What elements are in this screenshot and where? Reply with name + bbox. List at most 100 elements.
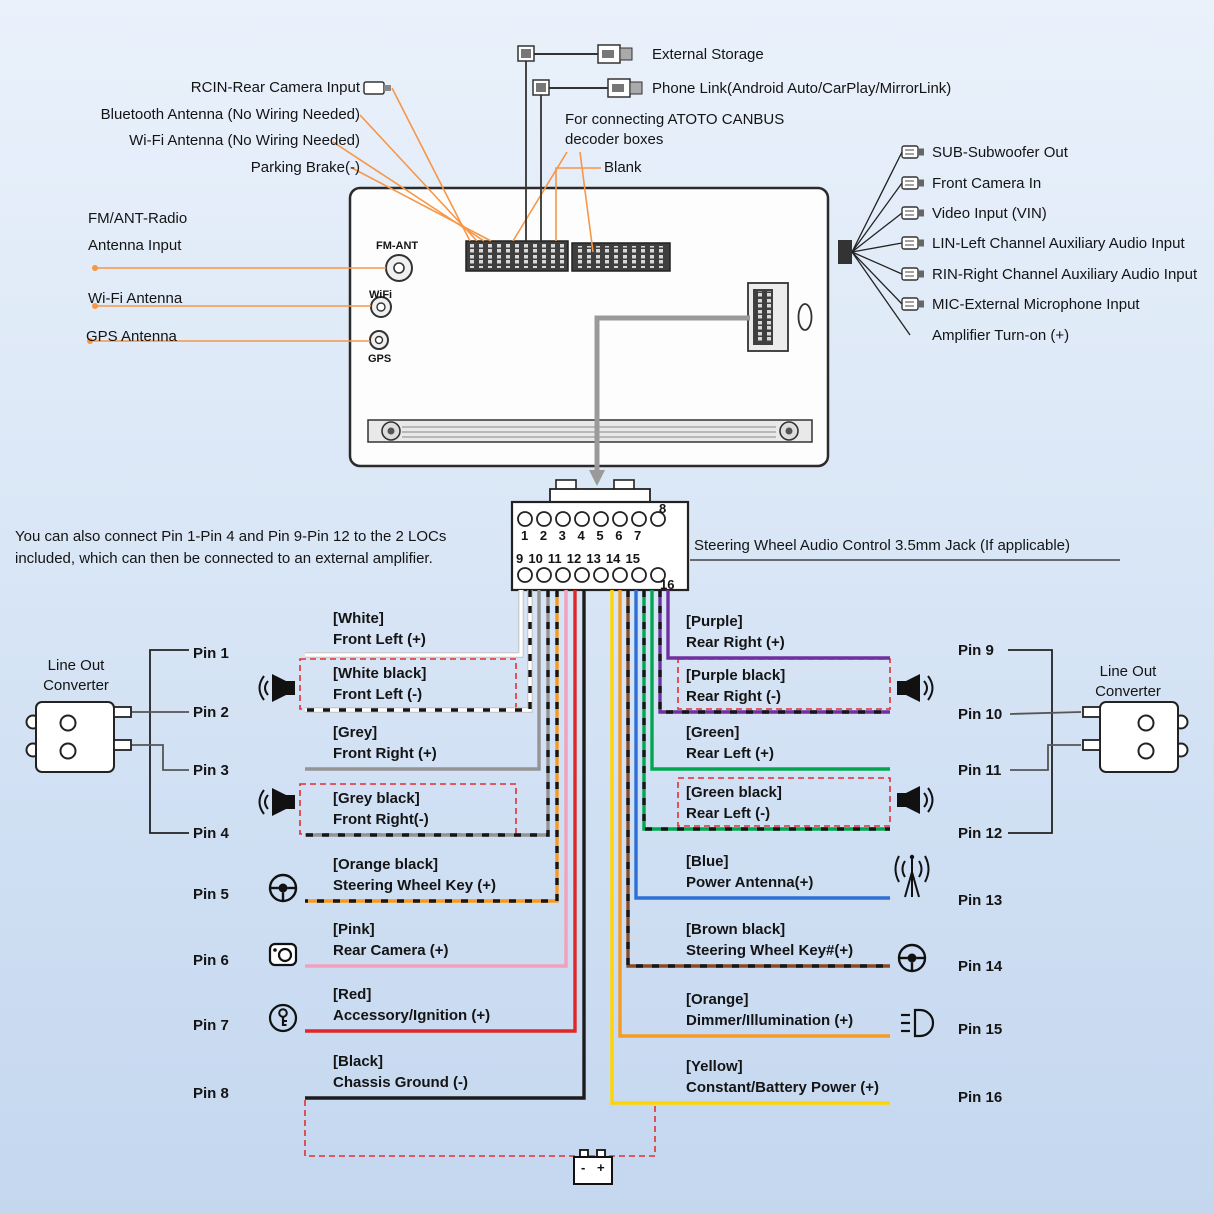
- pin-numbers-1-7: 1 2 3 4 5 6 7: [521, 528, 642, 543]
- wire-label-grey-black: [Grey black] Front Right(-): [333, 788, 429, 830]
- wire-label-purple: [Purple] Rear Right (+): [686, 611, 785, 653]
- headlight-icon: [901, 1008, 935, 1038]
- battery-plus: +: [597, 1160, 605, 1175]
- pin-2-label: Pin 2: [193, 704, 229, 721]
- port-label-amp-turnon: Amplifier Turn-on (+): [932, 327, 1070, 344]
- phone-link-label: Phone Link(Android Auto/CarPlay/MirrorLi…: [652, 80, 952, 97]
- gps-antenna-label: GPS Antenna: [86, 328, 177, 345]
- wire-label-orange: [Orange] Dimmer/Illumination (+): [686, 989, 853, 1031]
- wire-label-blue: [Blue] Power Antenna(+): [686, 851, 813, 893]
- port-plug-icons: [901, 145, 924, 311]
- loc-left-line1: Line Out: [47, 657, 105, 674]
- wifi-antenna-label: Wi-Fi Antenna: [88, 290, 183, 307]
- wire-function: Steering Wheel Key (+): [333, 877, 496, 894]
- pin-12-label: Pin 12: [958, 825, 1003, 842]
- wire-function: Dimmer/Illumination (+): [686, 1012, 854, 1029]
- pin-16-label: Pin 16: [958, 1089, 1003, 1106]
- loc-note-line2: included, which can then be connected to…: [15, 550, 433, 567]
- loc-right-line2: Converter: [1095, 683, 1161, 700]
- fm-ant-radio-label: FM/ANT-Radio: [88, 210, 188, 227]
- loc-note-line1: You can also connect Pin 1-Pin 4 and Pin…: [15, 528, 447, 545]
- pin-number-16: 16: [660, 577, 675, 592]
- pin-1-label: Pin 1: [193, 645, 229, 662]
- steering-wheel-icon: [268, 873, 298, 903]
- port-label-rin: RIN-Right Channel Auxiliary Audio Input: [932, 266, 1198, 283]
- line-out-converter-left: [25, 649, 189, 834]
- ignition-key-icon: [268, 1003, 298, 1033]
- function-icons: [258, 674, 935, 1038]
- port-label-lin: LIN-Left Channel Auxiliary Audio Input: [932, 235, 1185, 252]
- wire-color-name: [Purple]: [686, 613, 743, 630]
- wire-color-name: [Green black]: [686, 784, 782, 801]
- pin-6-label: Pin 6: [193, 952, 229, 969]
- power-antenna-icon: [894, 854, 930, 898]
- battery-icon: - +: [573, 1149, 613, 1185]
- wire-function: Power Antenna(+): [686, 874, 814, 891]
- wire-function: Rear Right (-): [686, 688, 781, 705]
- wire-function: Rear Camera (+): [333, 942, 449, 959]
- pin-11-label: Pin 11: [958, 762, 1002, 779]
- pin-8-label: Pin 8: [193, 1085, 229, 1102]
- port-label-mic: MIC-External Microphone Input: [932, 296, 1140, 313]
- fm-ant-jack-label: FM-ANT: [376, 240, 419, 252]
- port-label-front-camera: Front Camera In: [932, 175, 1042, 192]
- bluetooth-antenna-label: Bluetooth Antenna (No Wiring Needed): [100, 106, 360, 123]
- wire-function: Steering Wheel Key#(+): [686, 942, 854, 959]
- wire-label-orange-black: [Orange black] Steering Wheel Key (+): [333, 854, 496, 896]
- head-unit: [348, 186, 852, 468]
- rcin-label: RCIN-Rear Camera Input: [190, 79, 360, 96]
- wifi-antenna-nowiring-label: Wi-Fi Antenna (No Wiring Needed): [129, 132, 360, 149]
- wifi-jack-label: WiFi: [369, 289, 393, 301]
- antenna-input-label: Antenna Input: [88, 237, 182, 254]
- wire-function: Front Right(-): [333, 811, 429, 828]
- wire-label-pink: [Pink] Rear Camera (+): [333, 919, 448, 961]
- steering-wheel-icon: [897, 943, 927, 973]
- loc-left-label: Line Out Converter: [26, 656, 126, 696]
- wire-function: Constant/Battery Power (+): [686, 1079, 879, 1096]
- pin-number-8: 8: [659, 501, 667, 516]
- wire-function: Rear Right (+): [686, 634, 785, 651]
- pin-9-label: Pin 9: [958, 642, 994, 659]
- wire-function: Front Right (+): [333, 745, 437, 762]
- harness-wires-right: [610, 590, 890, 1105]
- pin-10-label: Pin 10: [958, 706, 1003, 723]
- top-callouts: [87, 44, 924, 344]
- wire-label-grey: [Grey] Front Right (+): [333, 722, 437, 764]
- wire-color-name: [Yellow]: [686, 1058, 743, 1075]
- port-label-video-input: Video Input (VIN): [932, 205, 1047, 222]
- wire-label-black: [Black] Chassis Ground (-): [333, 1051, 468, 1093]
- wire-label-yellow: [Yellow] Constant/Battery Power (+): [686, 1056, 879, 1098]
- wire-color-name: [Blue]: [686, 853, 729, 870]
- parking-brake-label: Parking Brake(-): [250, 159, 360, 176]
- wire-function: Front Left (-): [333, 686, 423, 703]
- pin-15-label: Pin 15: [958, 1021, 1003, 1038]
- wire-label-red: [Red] Accessory/Ignition (+): [333, 984, 490, 1026]
- swc-jack-label: Steering Wheel Audio Control 3.5mm Jack …: [694, 537, 1071, 554]
- wire-color-name: [White black]: [333, 665, 427, 682]
- canbus-label: For connecting ATOTO CANBUS decoder boxe…: [565, 111, 785, 148]
- loc-left-line2: Converter: [43, 677, 109, 694]
- wire-color-name: [Purple black]: [686, 667, 786, 684]
- wire-color-name: [Orange black]: [333, 856, 439, 873]
- line-out-converter-right: [1008, 649, 1189, 834]
- wire-color-name: [Pink]: [333, 921, 375, 938]
- wire-color-name: [White]: [333, 610, 384, 627]
- port-label-subwoofer: SUB-Subwoofer Out: [932, 144, 1068, 161]
- wire-color-name: [Red]: [333, 986, 372, 1003]
- battery-minus: -: [581, 1160, 585, 1175]
- wire-function: Chassis Ground (-): [333, 1074, 469, 1091]
- wire-color-name: [Orange]: [686, 991, 749, 1008]
- loc-right-line1: Line Out: [1099, 663, 1157, 680]
- pin-7-label: Pin 7: [193, 1017, 229, 1034]
- pin-4-label: Pin 4: [193, 825, 229, 842]
- harness-wires-left: [305, 590, 586, 1100]
- pin-3-label: Pin 3: [193, 762, 229, 779]
- wire-label-green-black: [Green black] Rear Left (-): [686, 782, 782, 824]
- wire-color-name: [Black]: [333, 1053, 384, 1070]
- wire-function: Rear Left (+): [686, 745, 774, 762]
- wire-label-brown-black: [Brown black] Steering Wheel Key#(+): [686, 919, 853, 961]
- speaker-icon: [258, 788, 295, 816]
- pin-13-label: Pin 13: [958, 892, 1003, 909]
